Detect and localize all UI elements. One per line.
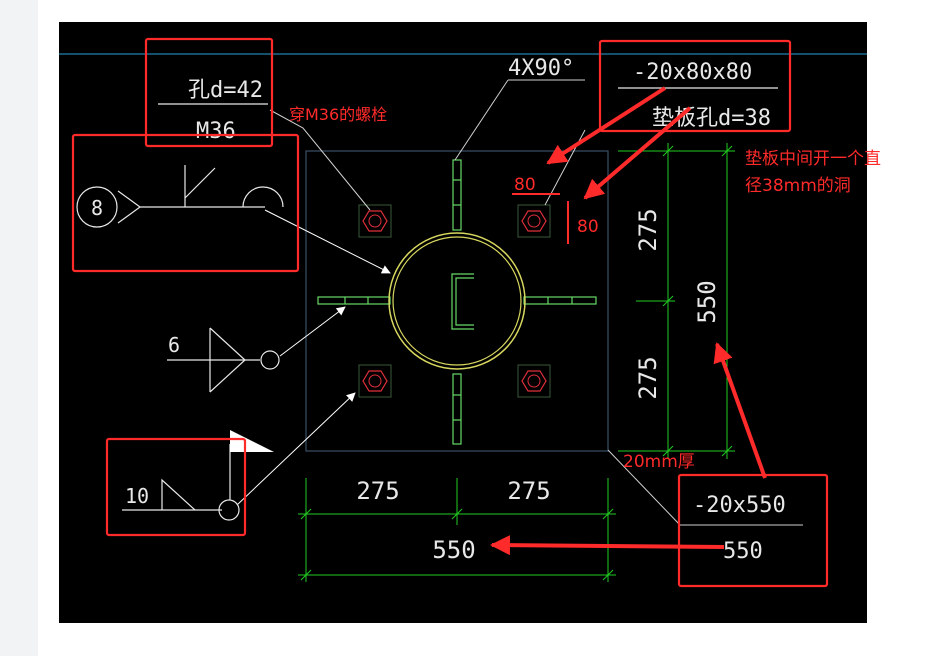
pipe-outer bbox=[388, 232, 526, 370]
washer-note-line2: 径38mm的洞 bbox=[745, 176, 851, 196]
dim-275-h2: 275 bbox=[507, 477, 550, 505]
dim-550-h: 550 bbox=[432, 536, 475, 564]
weld-symbol-8 bbox=[76, 165, 284, 228]
annotation-arrows bbox=[490, 86, 767, 556]
stiffeners bbox=[317, 159, 597, 445]
thickness-note: 20mm厚 bbox=[623, 452, 695, 472]
washer-height-label: 80 bbox=[577, 217, 599, 237]
bolt-note: 穿M36的螺栓 bbox=[289, 105, 387, 124]
washer-hole-label: 垫板孔d=38 bbox=[652, 106, 771, 131]
hole-label: 孔d=42 bbox=[188, 78, 263, 103]
stiffener-label: 4X90° bbox=[508, 56, 574, 81]
dim-550-v: 550 bbox=[693, 280, 721, 323]
dim-275-h1: 275 bbox=[356, 477, 399, 505]
dim-275-v2: 275 bbox=[634, 356, 662, 399]
weld-arrows bbox=[236, 209, 391, 506]
weld-10-label: 10 bbox=[125, 484, 149, 508]
washer-note-line1: 垫板中间开一个直 bbox=[745, 149, 881, 169]
hexagon-nut-icon bbox=[358, 204, 392, 238]
cad-canvas bbox=[59, 22, 867, 623]
pipe-inner bbox=[392, 236, 522, 366]
dim-275-v1: 275 bbox=[634, 208, 662, 251]
weld-symbol-10 bbox=[122, 444, 240, 521]
vertical-dimensions bbox=[618, 143, 735, 459]
plate-size-label: -20x80x80 bbox=[633, 60, 752, 85]
weld-flag-icon bbox=[230, 430, 274, 452]
hexagon-nut-icon bbox=[358, 364, 392, 398]
base-plate-label: -20x550 bbox=[693, 493, 786, 518]
washer-width-label: 80 bbox=[514, 175, 536, 195]
annotation-boxes bbox=[71, 37, 829, 588]
horizontal-dimensions bbox=[298, 478, 616, 582]
channel-section bbox=[451, 273, 474, 330]
weld-6-label: 6 bbox=[168, 333, 180, 357]
hexagon-nut-icon bbox=[517, 364, 551, 398]
weld-symbol-6 bbox=[167, 327, 280, 393]
fillet-weld-triangle-icon bbox=[161, 478, 196, 511]
base-plate-length: 550 bbox=[723, 539, 763, 564]
leader-lines bbox=[269, 79, 803, 526]
weld-8-label: 8 bbox=[91, 196, 103, 220]
left-gutter bbox=[0, 0, 38, 656]
bolts bbox=[358, 204, 551, 398]
bolt-size-label: M36 bbox=[196, 119, 236, 144]
hexagon-nut-icon bbox=[517, 204, 551, 238]
base-plate-outline bbox=[305, 150, 609, 452]
